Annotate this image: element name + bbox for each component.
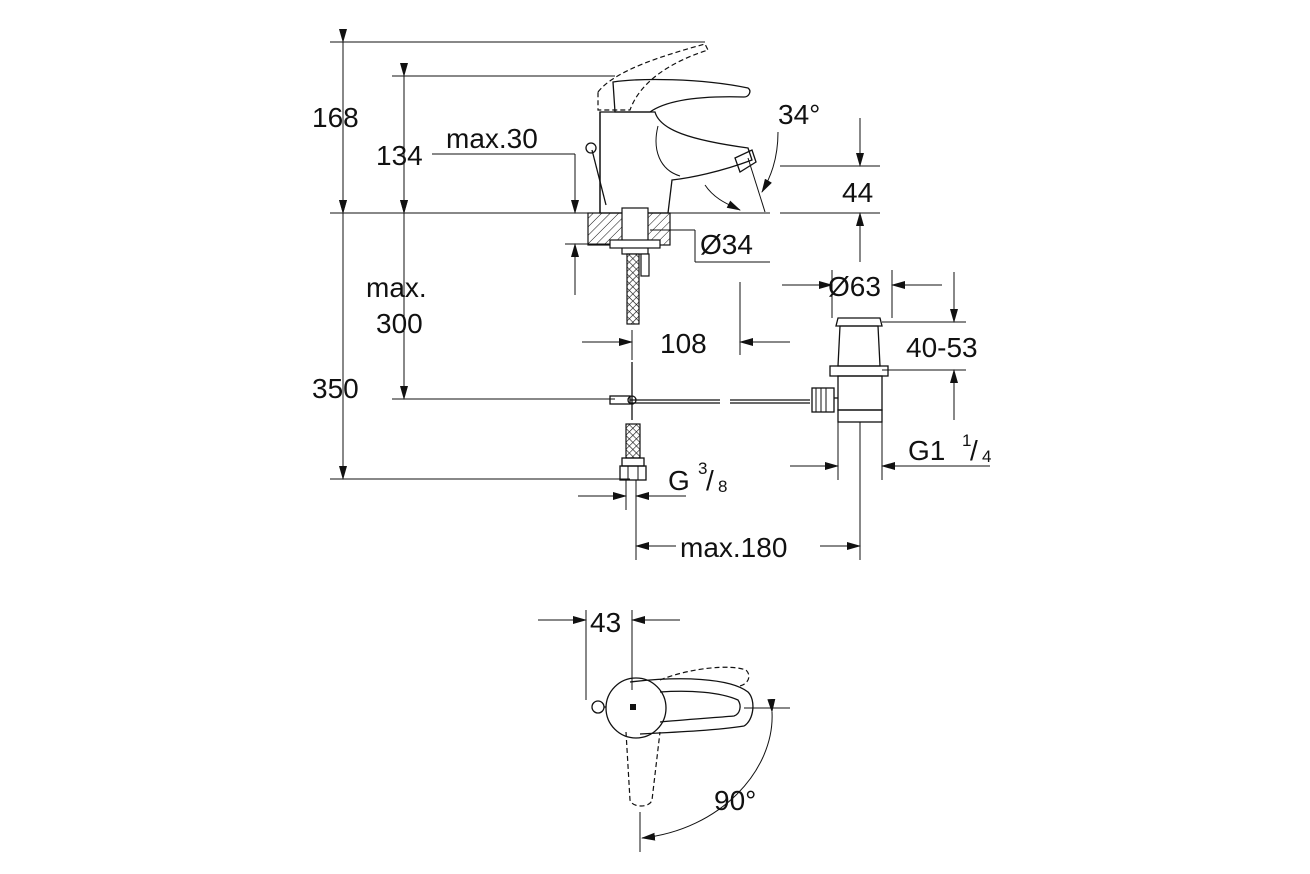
dimension-max30: max.30 xyxy=(432,123,620,295)
dimension-angle34: 34° xyxy=(747,99,820,213)
label-g1-numerator: 1 xyxy=(962,431,971,450)
label-g-denominator: 8 xyxy=(718,477,727,496)
label-dia63: Ø63 xyxy=(828,271,881,302)
label-90deg: 90° xyxy=(714,785,756,816)
dimension-dia63: Ø63 xyxy=(782,270,942,318)
dimension-g1-1-4: G1 1 / 4 xyxy=(790,422,991,480)
label-g-numerator: 3 xyxy=(698,459,707,478)
label-max180: max.180 xyxy=(680,532,787,563)
dimension-max180: max.180 xyxy=(635,422,861,563)
top-view: 43 90° xyxy=(538,607,790,852)
label-168: 168 xyxy=(312,102,359,133)
label-40-53: 40-53 xyxy=(906,332,978,363)
drain-assembly xyxy=(811,317,889,423)
dimension-g-3-8: G 3 / 8 xyxy=(578,459,727,560)
label-g1-slash: / xyxy=(970,435,978,466)
label-max: max. xyxy=(366,272,427,303)
label-g1: G1 xyxy=(908,435,945,466)
label-34deg: 34° xyxy=(778,99,820,130)
supply-connector xyxy=(619,423,647,481)
faucet-body xyxy=(585,43,757,214)
dimension-max300: max. 300 xyxy=(366,200,427,400)
dimension-dia34: Ø34 xyxy=(650,229,770,263)
pull-rod-linkage xyxy=(609,362,810,420)
dimension-134: 134 xyxy=(376,63,423,214)
dimension-44: 44 xyxy=(842,118,873,262)
label-43: 43 xyxy=(590,607,621,638)
label-44: 44 xyxy=(842,177,873,208)
label-g: G xyxy=(668,465,690,496)
mounting-section xyxy=(587,207,671,325)
label-300: 300 xyxy=(376,308,423,339)
dimension-40-53: 40-53 xyxy=(882,272,978,420)
label-350: 350 xyxy=(312,373,359,404)
dimension-108: 108 xyxy=(582,282,790,360)
label-108: 108 xyxy=(660,328,707,359)
label-dia34: Ø34 xyxy=(700,229,753,260)
label-g1-denominator: 4 xyxy=(982,447,991,466)
label-max30: max.30 xyxy=(446,123,538,154)
label-g-slash: / xyxy=(706,465,714,496)
dimension-168: 168 xyxy=(312,29,359,214)
label-134: 134 xyxy=(376,140,423,171)
dimension-350: 350 xyxy=(312,200,359,480)
